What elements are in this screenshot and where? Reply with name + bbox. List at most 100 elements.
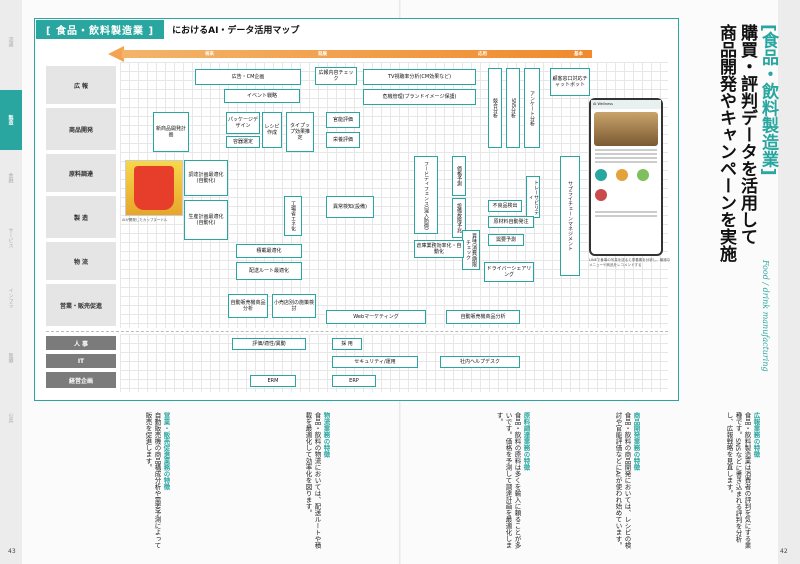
nutrition-chart-icon xyxy=(637,169,650,181)
map-category-label: [ 食品・飲料製造業 ] xyxy=(36,19,165,39)
phase-application: 応用 xyxy=(478,52,487,57)
box-defect: 不良品検出 xyxy=(488,200,522,212)
arrow-head-icon xyxy=(108,46,124,62)
box-food-defense: フードディフェンス(混入防御) xyxy=(414,156,438,234)
page-number-right: 42 xyxy=(780,548,788,555)
side-tab-infra[interactable]: インフラ xyxy=(7,288,14,308)
section-heading: 広報業務の特徴 xyxy=(752,412,760,458)
box-type-hypo: タイプップ効果推定 xyxy=(286,112,314,152)
box-ad-check: 広報内容チェック xyxy=(315,67,357,85)
section-heading: 商品開発業務の特徴 xyxy=(632,412,640,471)
headline-line-2: 購買・評判データを活用して xyxy=(737,24,757,245)
side-tab-distribution[interactable]: 流通 xyxy=(7,37,14,47)
box-anomaly: 異常検知(設備) xyxy=(326,196,374,218)
box-new-product: 新商品開発計画 xyxy=(153,112,189,152)
box-warehouse: 倉庫業務効率化・自動化 xyxy=(414,240,464,258)
row-label-management: 経営企画 xyxy=(46,372,116,390)
box-vending-sales: 自動販売機商品分析 xyxy=(446,310,520,324)
divider-line xyxy=(46,331,668,332)
box-hire: 採 用 xyxy=(332,338,362,350)
article-column-sales: 営業・販売促進業務の特徴 自動販売機の商品構成分析や需要予測によって販売を促進し… xyxy=(60,412,170,552)
cup-noodle-image xyxy=(134,166,174,210)
box-taste: 官能評価 xyxy=(326,112,360,128)
article-column-procurement: 原料調達業務の特徴 食品・飲料の原料は多くを輸入に頼ることが多いです。価格を予測… xyxy=(430,412,530,552)
row-label-sales: 営業・販売促進 xyxy=(46,284,116,328)
article-column-product: 商品開発業務の特徴 食品・飲料の商品開発においては、レシピの検討や官能評価などに… xyxy=(540,412,640,552)
box-loading: 積載最適化 xyxy=(236,244,302,258)
box-helpdesk: 社内ヘルプデスク xyxy=(440,356,520,368)
right-side-tabs xyxy=(778,0,800,564)
box-factory: 工場省エネ化 xyxy=(284,196,302,236)
box-sns-analysis: SNS分析 xyxy=(506,68,520,148)
box-event: イベント戦略 xyxy=(224,89,300,103)
row-label-production: 製 造 xyxy=(46,196,116,240)
box-nutrition: 栄養評価 xyxy=(326,132,360,148)
box-quality-check: 賞味(消費)期限チェック xyxy=(462,230,480,270)
side-tab-service[interactable]: サービス xyxy=(7,228,14,248)
box-chatbot: 顧客窓口対応チャットボット xyxy=(550,68,590,96)
product-photo xyxy=(125,160,183,216)
box-package: パッケージデザイン xyxy=(226,112,260,134)
box-material: 原材料自動発注 xyxy=(488,216,534,228)
row-label-pr: 広 報 xyxy=(46,66,116,106)
section-body: 食品・飲料製造業は消費者の評判を気にする業種です。SNSなどに書き込まれる評判を… xyxy=(725,412,751,549)
box-supply-chain: サプライチェーンマネジメント xyxy=(560,156,580,276)
box-demand: 需要予測 xyxy=(488,234,524,246)
phone-mockup: AI Wellness xyxy=(589,98,663,256)
box-competitor: 競合分析 xyxy=(488,68,502,148)
row-label-procurement: 原料調達 xyxy=(46,154,116,194)
box-driver-share: ドライバーシェアリング xyxy=(484,262,534,282)
side-tab-public[interactable]: 公共 xyxy=(7,413,14,423)
section-body: 食品・飲料の原料は多くを輸入に頼ることが多いです。価格を予測して調達計画を最適化… xyxy=(495,412,521,549)
box-production-plan: 生産計画最適化(自動化) xyxy=(184,200,228,240)
section-heading: 原料調達業務の特徴 xyxy=(522,412,530,471)
section-body: 食品・飲料の商品開発においては、レシピの検討や官能評価などにAIが使われ始めてい… xyxy=(614,412,631,549)
product-caption: AIが開発したカップヌードル xyxy=(122,218,168,222)
box-procurement-plan: 調達計画最適化(自動化) xyxy=(184,160,228,196)
box-recipe: レシピ作成 xyxy=(262,112,282,148)
row-label-it: IT xyxy=(46,354,116,370)
left-side-tabs: 流通 製造 金融 サービス インフラ 医療 公共 xyxy=(0,0,22,564)
phase-basic: 基本 xyxy=(574,52,583,57)
nutrition-chart-icon xyxy=(616,169,629,181)
row-label-hr: 人 事 xyxy=(46,336,116,352)
phase-arrow-bar xyxy=(122,50,592,58)
meal-photo xyxy=(594,112,658,146)
section-body: 自動販売機の商品構成分析や需要予測によって販売を促進します。 xyxy=(144,412,161,549)
section-body: 食品・飲料の物流においては、配送ルートや積載を最適化して効率化を図ります。 xyxy=(304,412,321,549)
box-vending: 自動販売機商品分析 xyxy=(228,294,268,318)
box-tv-sns: TV視聴率分析(CM効果など) xyxy=(363,69,476,85)
box-capacity: 容器選定 xyxy=(226,136,260,148)
box-hr-eval: 評価/適性/異動 xyxy=(232,338,306,350)
box-survey: アンケート分析 xyxy=(524,68,540,148)
box-erm: ERM xyxy=(250,375,296,387)
page-number-left: 43 xyxy=(8,548,16,555)
box-traceability: トレーサビリティ xyxy=(526,176,540,218)
box-security: セキュリティ/運用 xyxy=(332,356,418,368)
row-label-logistics: 物 流 xyxy=(46,242,116,282)
row-label-product-dev: 商品開発 xyxy=(46,108,116,152)
box-web-marketing: Webマーケティング xyxy=(326,310,426,324)
phase-development: 発展 xyxy=(318,52,327,57)
page-headline: [食品・飲料製造業] 購買・評判データを活用して 商品開発やキャンペーンを実施 xyxy=(686,24,778,324)
box-ad-cm: 広告・CM企画 xyxy=(195,69,301,85)
section-heading: 営業・販売促進業務の特徴 xyxy=(162,412,170,490)
article-column-pr: 広報業務の特徴 食品・飲料製造業は消費者の評判を気にする業種です。SNSなどに書… xyxy=(650,412,760,552)
map-title-text: におけるAI・データ活用マップ xyxy=(172,25,300,36)
article-column-logistics: 物流業務の特徴 食品・飲料の物流においては、配送ルートや積載を最適化して効率化を… xyxy=(230,412,330,552)
map-title: [ 食品・飲料製造業 ] におけるAI・データ活用マップ xyxy=(36,19,300,39)
box-price-prediction: 価格予測 xyxy=(452,156,466,196)
box-equipment: 設備故障予兆 xyxy=(452,198,466,238)
side-tab-finance[interactable]: 金融 xyxy=(7,173,14,183)
headline-line-3: 商品開発やキャンペーンを実施 xyxy=(716,24,736,262)
phone-app-name: AI Wellness xyxy=(591,100,661,109)
phone-caption: LINEで食事の写真を送ると栄養素を分析し、最適なメニューや商品をレコメンドする xyxy=(589,258,671,267)
english-subtitle: Food / drink manufacturing xyxy=(761,260,770,372)
side-tab-medical[interactable]: 医療 xyxy=(7,353,14,363)
box-erp: ERP xyxy=(332,375,376,387)
section-heading: 物流業務の特徴 xyxy=(322,412,330,458)
nutrition-chart-icon xyxy=(595,189,607,201)
side-tab-manufacturing[interactable]: 製造 xyxy=(0,90,22,150)
box-small-store: 小売店別の施策検討 xyxy=(272,294,316,318)
